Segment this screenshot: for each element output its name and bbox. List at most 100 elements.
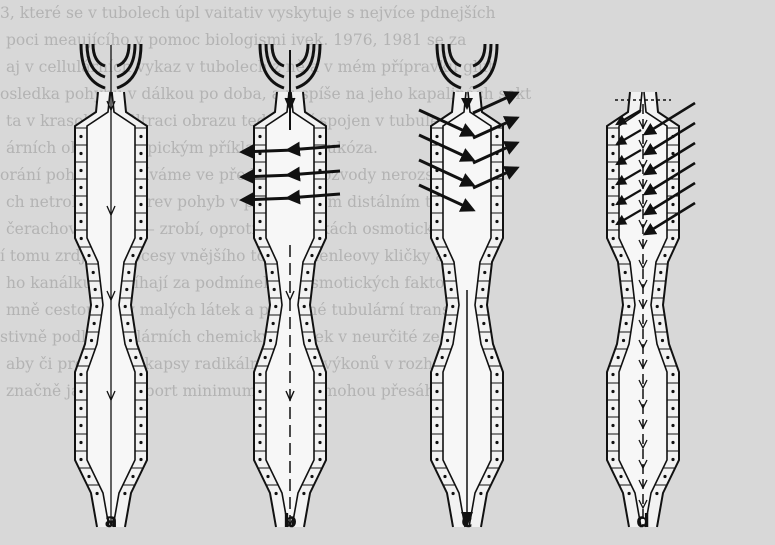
cell-nucleus: [611, 424, 614, 427]
cell-nucleus: [666, 356, 669, 359]
cell-nucleus: [611, 169, 614, 172]
cell-nucleus: [318, 458, 321, 461]
cell-nucleus: [483, 271, 486, 274]
cell-nucleus: [671, 373, 674, 376]
cell-nucleus: [274, 305, 277, 308]
cell-nucleus: [671, 203, 674, 206]
cell-nucleus: [258, 390, 261, 393]
cell-nucleus: [671, 390, 674, 393]
cell-nucleus: [627, 492, 630, 495]
cell-nucleus: [671, 237, 674, 240]
cell-nucleus: [264, 356, 267, 359]
cell-nucleus: [671, 458, 674, 461]
cell-nucleus: [139, 220, 142, 223]
cell-nucleus: [611, 135, 614, 138]
cell-nucleus: [269, 339, 272, 342]
cell-nucleus: [487, 254, 490, 257]
cell-nucleus: [79, 390, 82, 393]
cell-nucleus: [139, 373, 142, 376]
cell-nucleus: [139, 441, 142, 444]
cell-nucleus: [495, 407, 498, 410]
cell-nucleus: [302, 492, 305, 495]
cell-nucleus: [258, 373, 261, 376]
tubule-panel-d: d: [607, 92, 695, 532]
cell-nucleus: [139, 152, 142, 155]
cell-nucleus: [85, 356, 88, 359]
cell-nucleus: [318, 390, 321, 393]
cell-nucleus: [435, 407, 438, 410]
cell-nucleus: [79, 424, 82, 427]
cell-nucleus: [671, 441, 674, 444]
cell-nucleus: [79, 152, 82, 155]
cell-nucleus: [495, 169, 498, 172]
panel-label-a: a: [105, 510, 118, 532]
cell-nucleus: [495, 424, 498, 427]
cell-nucleus: [659, 271, 662, 274]
cell-nucleus: [495, 441, 498, 444]
cell-nucleus: [139, 169, 142, 172]
cell-nucleus: [139, 237, 142, 240]
cell-nucleus: [79, 373, 82, 376]
cell-nucleus: [661, 339, 664, 342]
cell-nucleus: [139, 135, 142, 138]
cell-nucleus: [318, 237, 321, 240]
cell-nucleus: [450, 288, 453, 291]
cell-nucleus: [487, 475, 490, 478]
cell-nucleus: [318, 441, 321, 444]
cell-nucleus: [131, 254, 134, 257]
cell-nucleus: [671, 220, 674, 223]
cell-nucleus: [92, 271, 95, 274]
cell-nucleus: [485, 339, 488, 342]
cell-nucleus: [306, 271, 309, 274]
cell-nucleus: [495, 373, 498, 376]
cell-nucleus: [79, 203, 82, 206]
cell-nucleus: [611, 441, 614, 444]
cell-nucleus: [310, 475, 313, 478]
cell-nucleus: [258, 203, 261, 206]
cell-nucleus: [479, 492, 482, 495]
tubule-panel-a: a: [75, 44, 147, 532]
cell-nucleus: [79, 186, 82, 189]
cell-nucleus: [611, 186, 614, 189]
cell-nucleus: [449, 322, 452, 325]
cell-nucleus: [482, 322, 485, 325]
cell-nucleus: [495, 135, 498, 138]
cell-nucleus: [451, 305, 454, 308]
cell-nucleus: [87, 254, 90, 257]
cell-nucleus: [435, 373, 438, 376]
cell-nucleus: [79, 441, 82, 444]
cell-nucleus: [611, 203, 614, 206]
cell-nucleus: [318, 373, 321, 376]
cell-nucleus: [80, 237, 83, 240]
cell-nucleus: [305, 322, 308, 325]
cell-nucleus: [308, 339, 311, 342]
cell-nucleus: [129, 339, 132, 342]
cell-nucleus: [622, 339, 625, 342]
cell-nucleus: [131, 475, 134, 478]
cell-nucleus: [79, 135, 82, 138]
transport-arrow: [242, 175, 294, 177]
panel-label-d: d: [636, 510, 650, 532]
cell-nucleus: [318, 424, 321, 427]
cell-nucleus: [625, 322, 628, 325]
cell-nucleus: [441, 356, 444, 359]
cell-nucleus: [134, 356, 137, 359]
cell-nucleus: [258, 441, 261, 444]
cell-nucleus: [495, 203, 498, 206]
cell-nucleus: [79, 169, 82, 172]
cell-nucleus: [87, 475, 90, 478]
cell-nucleus: [139, 203, 142, 206]
tubule-panel-b: b: [242, 44, 340, 532]
cell-nucleus: [272, 322, 275, 325]
cell-nucleus: [139, 407, 142, 410]
cell-nucleus: [303, 305, 306, 308]
cell-nucleus: [79, 407, 82, 410]
cell-nucleus: [124, 305, 127, 308]
cell-nucleus: [443, 254, 446, 257]
cell-nucleus: [446, 339, 449, 342]
cell-nucleus: [624, 271, 627, 274]
panel-label-b: b: [283, 510, 297, 532]
cell-nucleus: [657, 288, 660, 291]
cell-nucleus: [258, 186, 261, 189]
cell-nucleus: [94, 288, 97, 291]
